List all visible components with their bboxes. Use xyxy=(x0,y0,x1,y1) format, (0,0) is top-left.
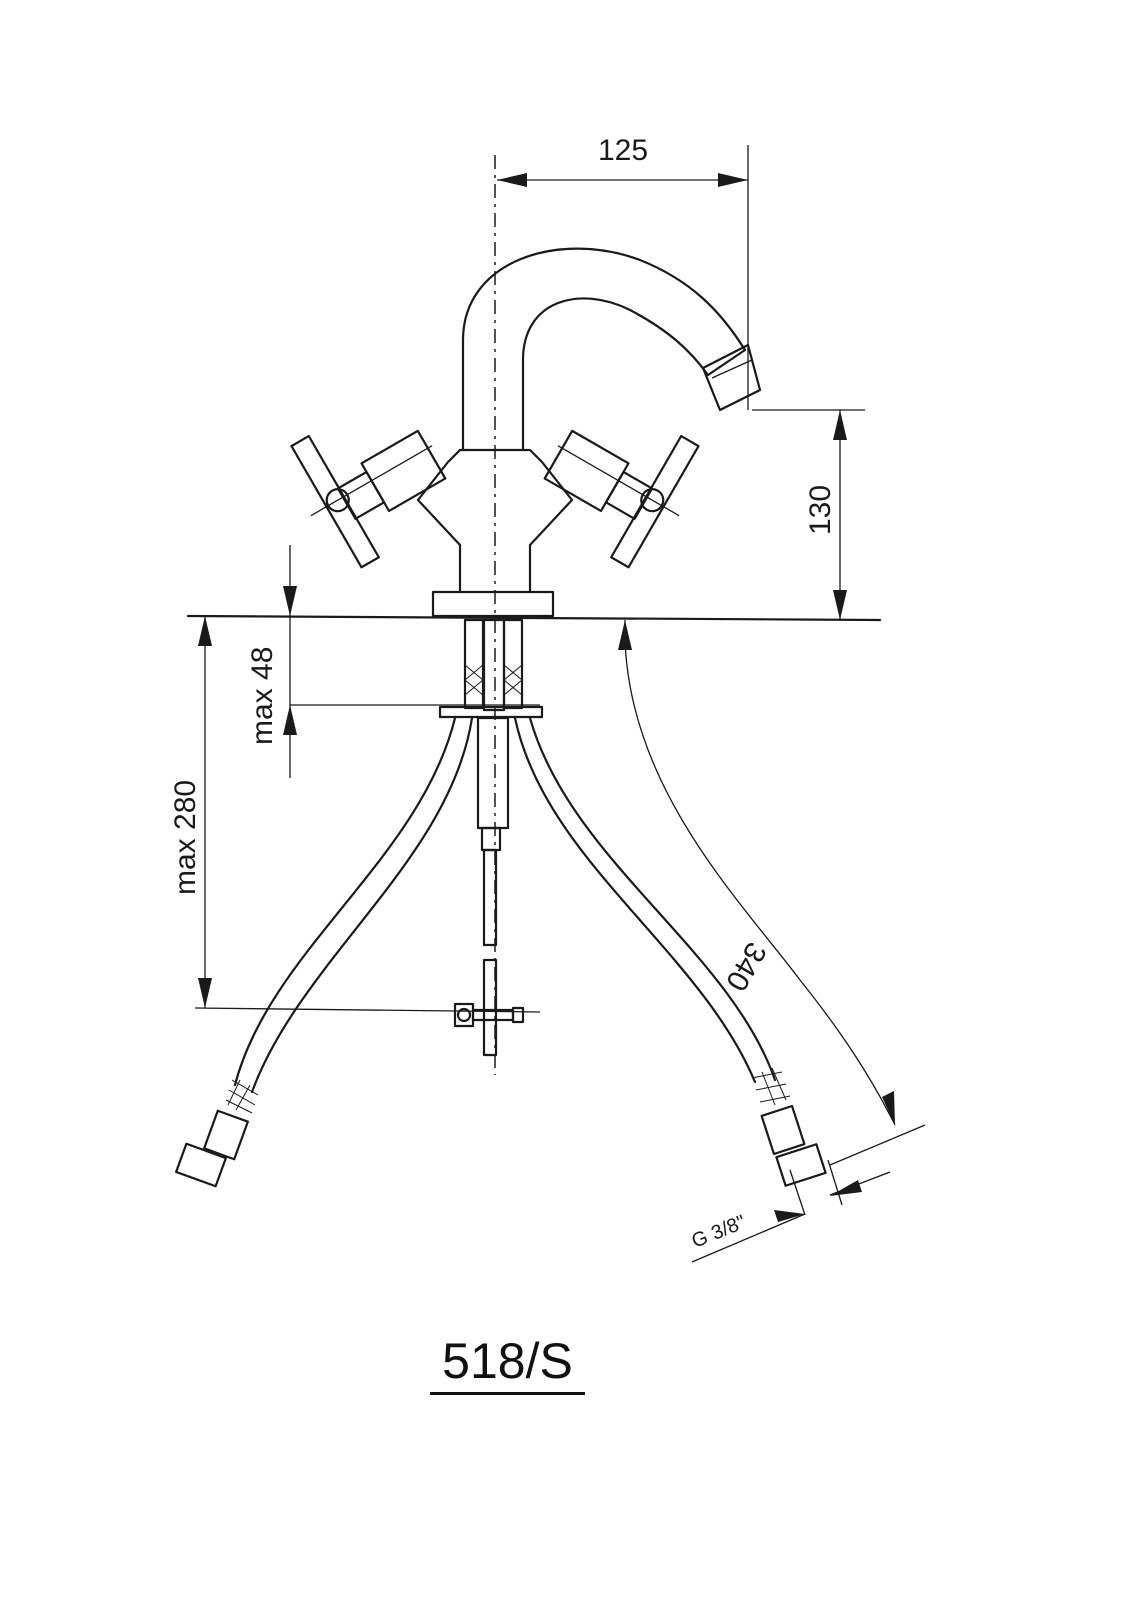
dimension-max48-label: max 48 xyxy=(246,647,279,745)
dimension-spout-reach: 125 xyxy=(497,134,749,410)
dimension-thread-label: G 3/8" xyxy=(689,1211,749,1252)
dimension-thread: G 3/8" xyxy=(689,1159,891,1263)
left-handle xyxy=(290,429,447,569)
tail-pipes xyxy=(438,618,544,719)
left-hose xyxy=(175,716,474,1188)
dimension-hose-length: 340 xyxy=(618,619,926,1166)
right-handle xyxy=(543,429,700,569)
dimension-spout-height: 130 xyxy=(752,409,865,620)
dimension-125-label: 125 xyxy=(598,134,648,167)
dimension-340-label: 340 xyxy=(719,937,773,997)
mixer-body xyxy=(416,448,574,594)
dimension-deck-thickness: max 48 xyxy=(246,545,540,778)
dimension-rod-length: max 280 xyxy=(169,616,541,1013)
right-hose xyxy=(513,716,827,1187)
spout xyxy=(461,247,762,452)
base-plate xyxy=(431,590,555,618)
dimension-130-label: 130 xyxy=(804,485,837,535)
model-code: 518/S xyxy=(430,1330,585,1395)
pop-up-rod xyxy=(453,716,525,1057)
countertop-line xyxy=(186,614,882,622)
dimension-max280-label: max 280 xyxy=(169,780,202,895)
